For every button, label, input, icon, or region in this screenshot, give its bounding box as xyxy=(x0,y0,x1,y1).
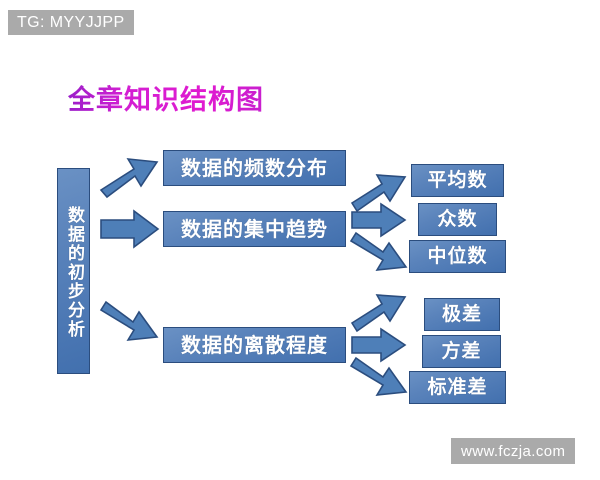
page-title: 全章知识结构图 xyxy=(68,78,264,117)
node-median[interactable]: 中位数 xyxy=(409,240,506,273)
arrow-spread-to-variance xyxy=(351,327,407,363)
node-mode[interactable]: 众数 xyxy=(418,203,497,236)
arrow-root-to-frequency xyxy=(99,158,159,199)
arrow-root-to-spread xyxy=(99,300,159,341)
node-dispersion-degree[interactable]: 数据的离散程度 xyxy=(163,327,346,363)
node-range[interactable]: 极差 xyxy=(424,298,500,331)
arrow-central-to-mean xyxy=(350,174,407,213)
watermark-bottom-right: www.fczja.com xyxy=(451,438,576,464)
watermark-top-left-text: TG: MYYJJPP xyxy=(17,13,125,31)
node-variance[interactable]: 方差 xyxy=(422,335,501,368)
node-frequency-distribution[interactable]: 数据的频数分布 xyxy=(163,150,346,186)
arrow-root-to-central xyxy=(100,209,160,249)
arrow-spread-to-range xyxy=(350,294,407,333)
node-mean[interactable]: 平均数 xyxy=(411,164,504,197)
node-central-tendency[interactable]: 数据的集中趋势 xyxy=(163,211,346,247)
watermark-top-left: TG: MYYJJPP xyxy=(8,10,134,35)
arrow-spread-to-stddev xyxy=(349,356,408,396)
node-standard-deviation[interactable]: 标准差 xyxy=(409,371,506,404)
arrow-central-to-mode xyxy=(351,202,407,238)
arrow-central-to-median xyxy=(349,231,408,271)
watermark-bottom-right-text: www.fczja.com xyxy=(461,442,566,460)
node-root-data-preliminary-analysis[interactable]: 数据的初步分析 xyxy=(57,168,90,374)
